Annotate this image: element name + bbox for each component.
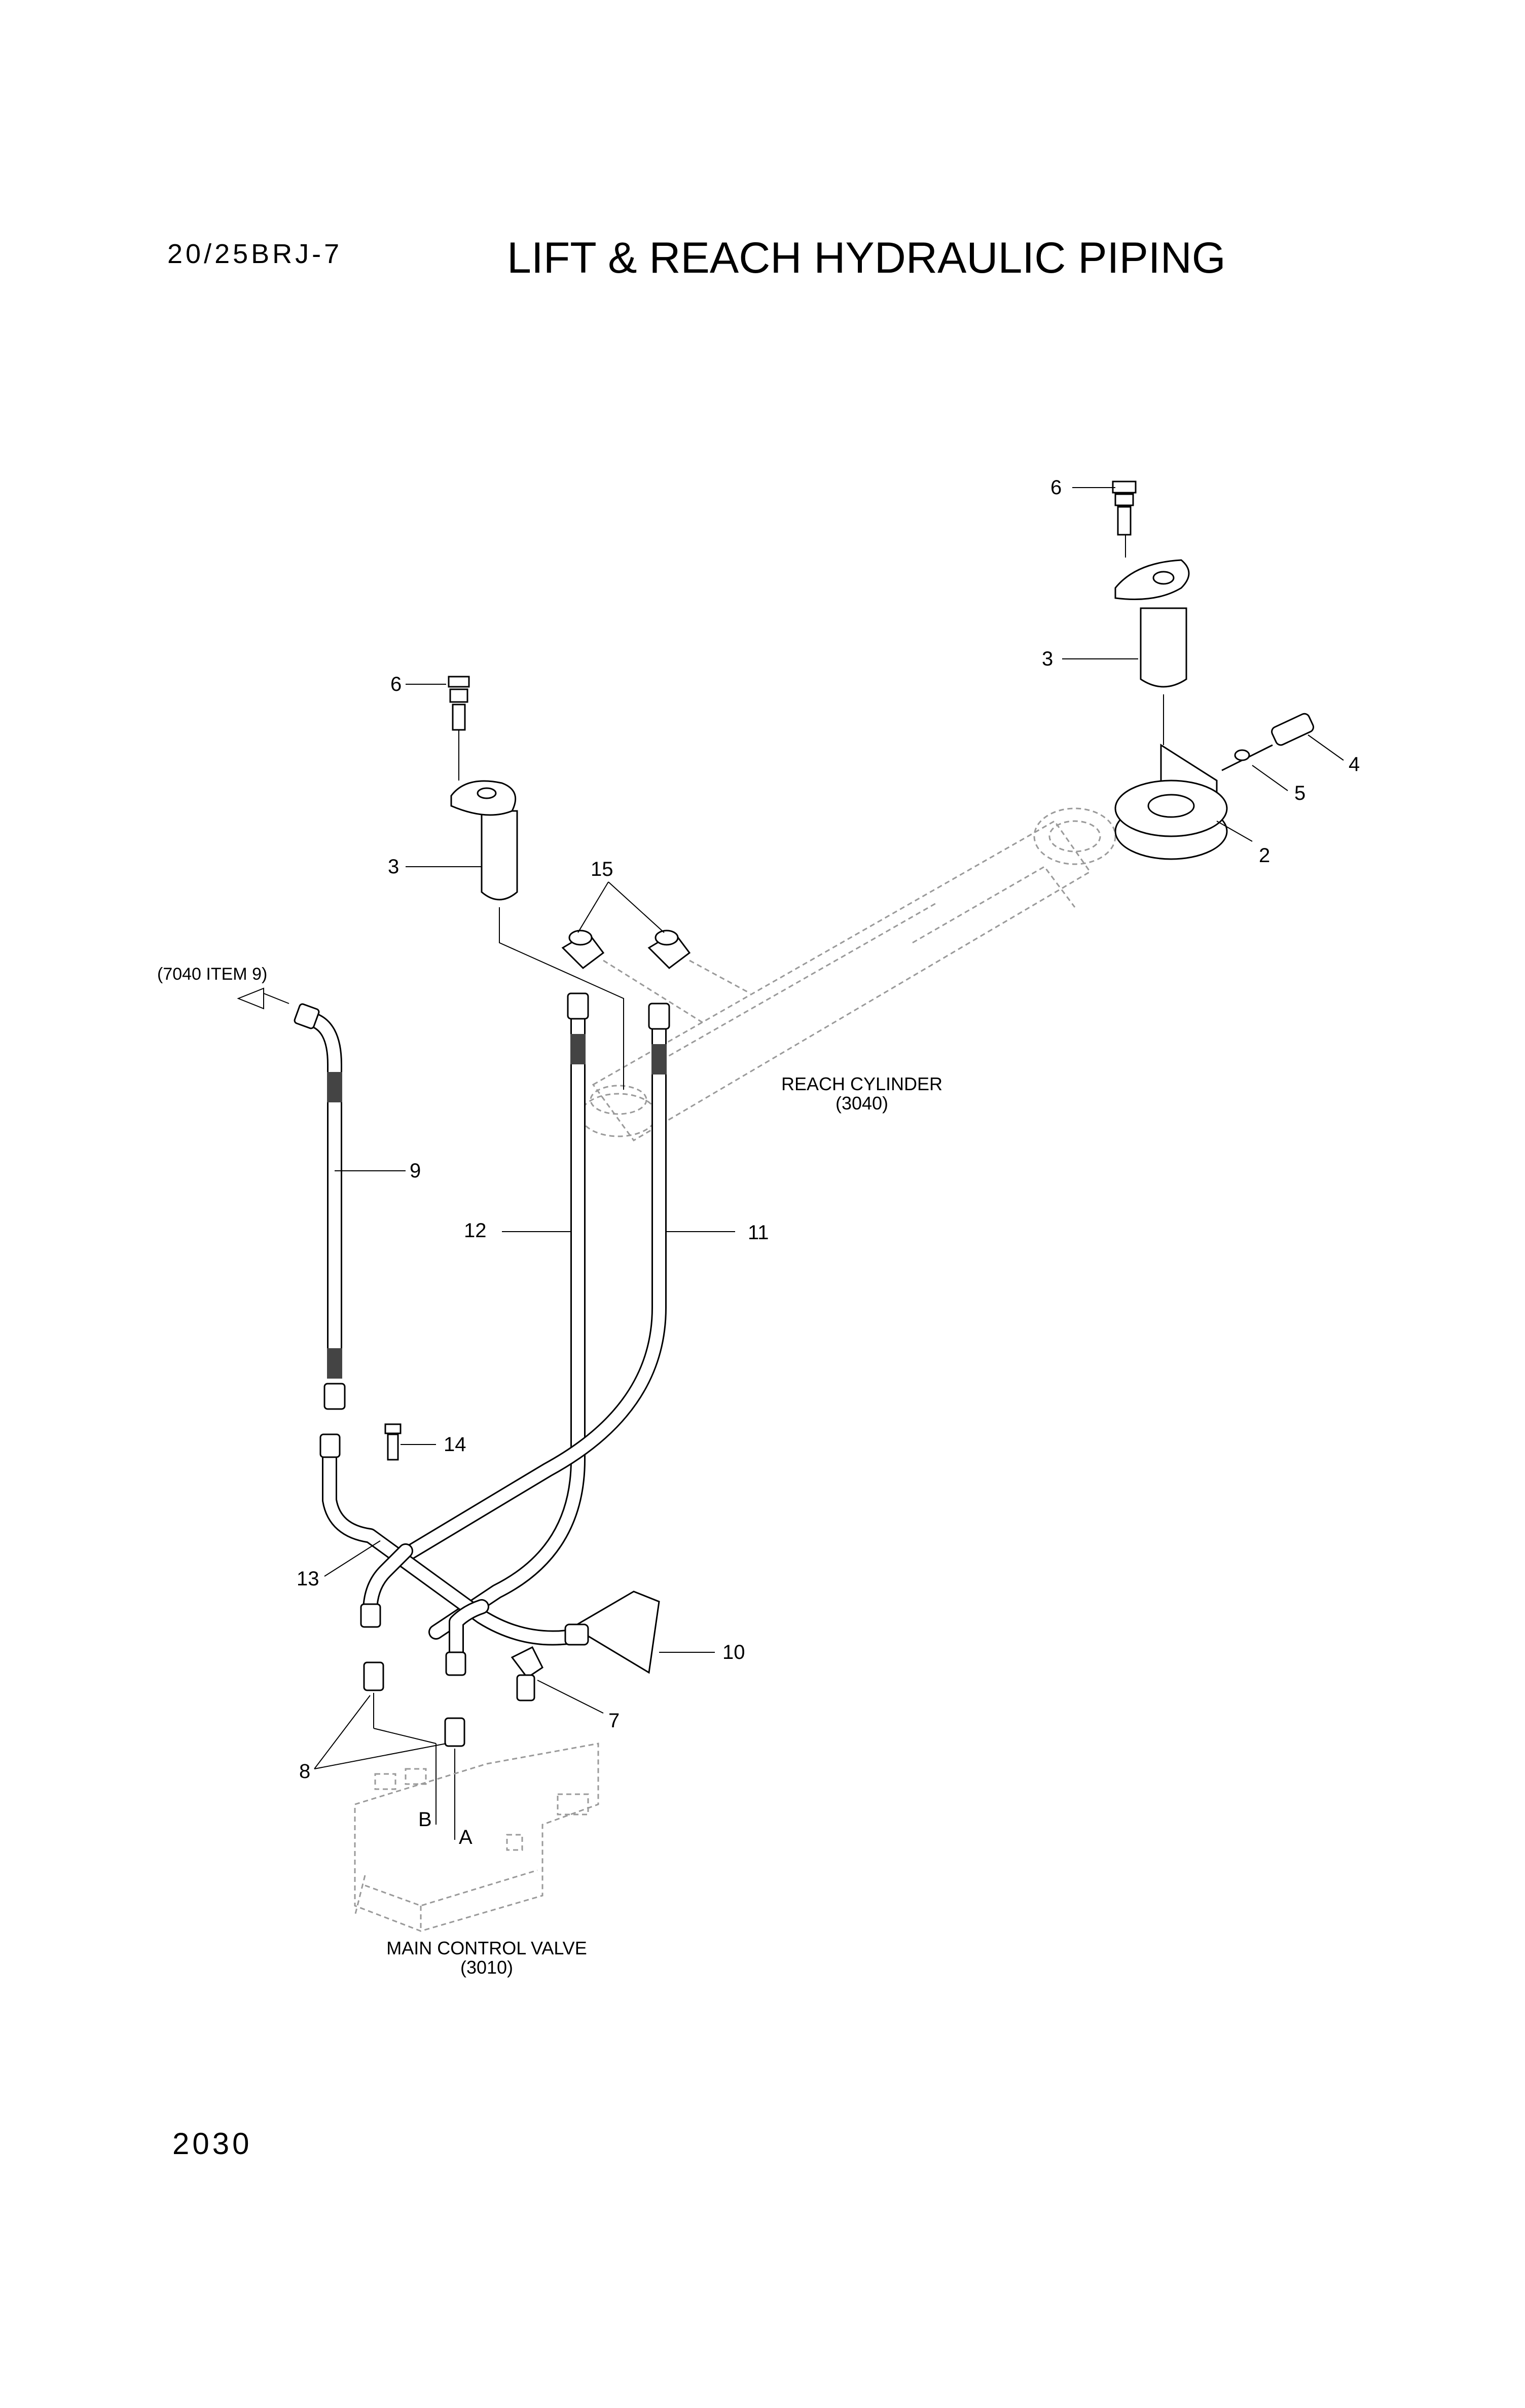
reach-cylinder-ref: (3040) bbox=[835, 1092, 889, 1114]
model-number: 20/25BRJ-7 bbox=[167, 239, 343, 269]
callout-2: 2 bbox=[1259, 844, 1270, 867]
hose-12 bbox=[428, 992, 589, 1640]
right-mount-assembly bbox=[1112, 480, 1315, 860]
callout-12: 12 bbox=[464, 1219, 487, 1242]
elbow-fittings-15 bbox=[561, 930, 751, 1025]
left-pin-assembly bbox=[448, 676, 624, 1090]
reach-cylinder-drawing bbox=[579, 807, 1116, 1141]
connectors-8 bbox=[363, 1661, 465, 1840]
elbow-7 bbox=[511, 1646, 543, 1701]
page-number: 2030 bbox=[172, 2127, 252, 2161]
tube-10 bbox=[445, 1590, 660, 1676]
port-a-label: A bbox=[459, 1826, 473, 1848]
callout-13: 13 bbox=[297, 1568, 319, 1590]
callout-3-right: 3 bbox=[1042, 648, 1054, 670]
callout-9: 9 bbox=[410, 1160, 421, 1182]
main-control-valve-name: MAIN CONTROL VALVE bbox=[386, 1938, 587, 1958]
callout-11: 11 bbox=[748, 1221, 769, 1244]
reach-cylinder-label: REACH CYLINDER (3040) bbox=[776, 1075, 948, 1113]
hose-11 bbox=[388, 1003, 670, 1569]
port-b-label: B bbox=[418, 1808, 432, 1831]
callout-10: 10 bbox=[722, 1641, 745, 1663]
callout-4: 4 bbox=[1349, 753, 1360, 775]
callout-3-left: 3 bbox=[388, 856, 400, 878]
reach-cylinder-name: REACH CYLINDER bbox=[781, 1073, 943, 1094]
page-title: LIFT & REACH HYDRAULIC PIPING bbox=[507, 234, 1226, 282]
callout-14: 14 bbox=[444, 1433, 466, 1456]
main-control-valve-drawing bbox=[354, 1743, 599, 1932]
callout-8: 8 bbox=[299, 1760, 311, 1783]
callout-7: 7 bbox=[608, 1710, 620, 1732]
main-control-valve-ref: (3010) bbox=[460, 1956, 514, 1978]
callout-5: 5 bbox=[1294, 782, 1306, 804]
callout-15: 15 bbox=[591, 858, 613, 880]
main-control-valve-label: MAIN CONTROL VALVE (3010) bbox=[375, 1939, 598, 1977]
reference-7040: (7040 ITEM 9) bbox=[157, 965, 268, 984]
leader-lines bbox=[314, 487, 1344, 1769]
hose-9 bbox=[237, 987, 346, 1410]
callout-6-right: 6 bbox=[1050, 476, 1062, 499]
tube-13 bbox=[319, 1423, 575, 1646]
callout-6-left: 6 bbox=[390, 673, 402, 695]
